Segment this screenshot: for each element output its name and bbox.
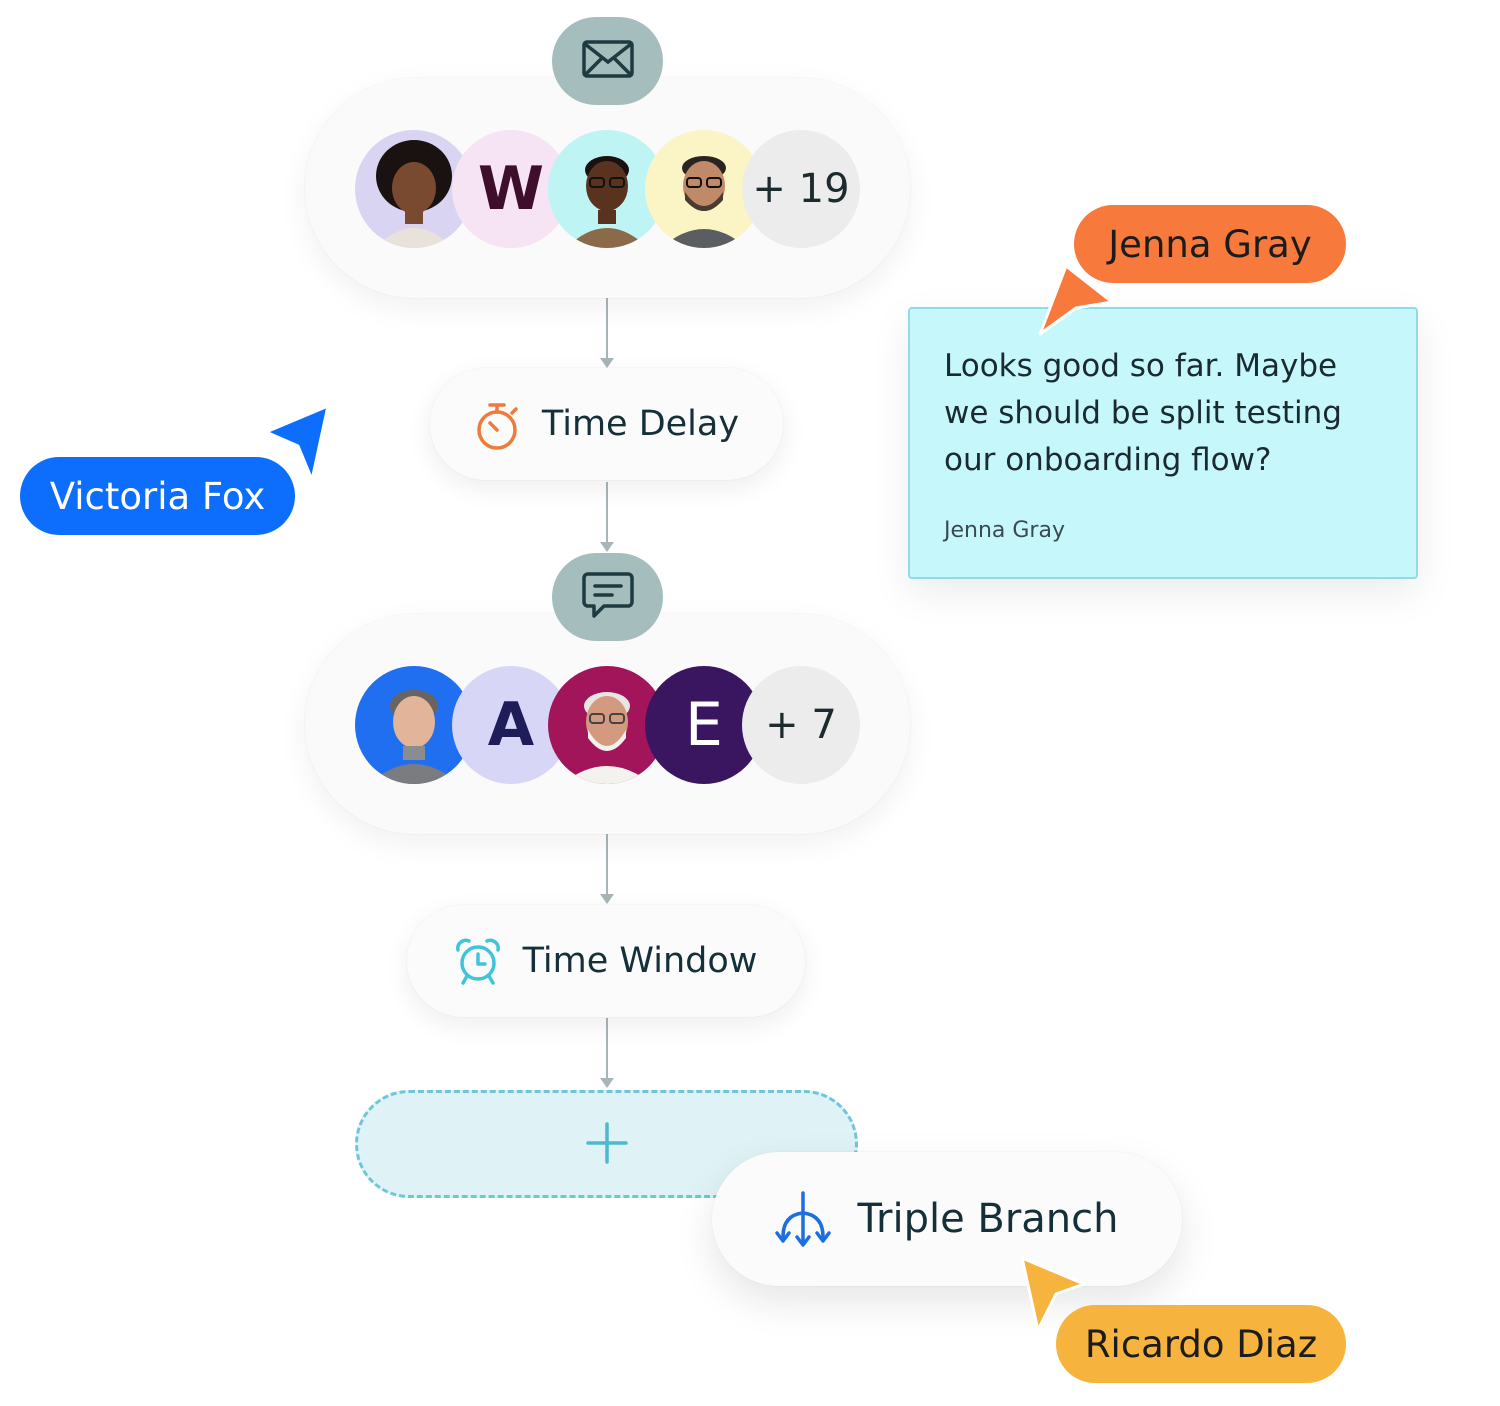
cursor-arrow-icon (264, 404, 330, 482)
more-recipients-badge[interactable]: + 7 (742, 666, 860, 784)
connector-3 (600, 834, 614, 904)
more-recipients-badge[interactable]: + 19 (742, 130, 860, 248)
comment-card[interactable]: Looks good so far. Maybe we should be sp… (908, 307, 1418, 579)
time-delay-step[interactable]: Time Delay (430, 368, 783, 480)
connector-2 (600, 482, 614, 552)
avatar (355, 130, 473, 248)
more-count: + 7 (765, 702, 837, 748)
comment-author: Jenna Gray (944, 518, 1065, 543)
cursor-arrow-icon (1038, 264, 1114, 336)
collaborator-tag-victoria-fox: Victoria Fox (20, 457, 295, 535)
more-count: + 19 (752, 166, 850, 212)
collaborator-tag-ricardo-diaz: Ricardo Diaz (1056, 1305, 1346, 1383)
avatar-letter: W (477, 154, 545, 224)
triple-branch-step[interactable]: Triple Branch (712, 1152, 1182, 1286)
envelope-icon (581, 40, 634, 82)
avatar-letter: A (487, 690, 535, 760)
step-label: Time Delay (541, 404, 740, 444)
step-label: Time Window (522, 941, 758, 981)
split-arrows-icon (775, 1191, 832, 1247)
connector-1 (600, 298, 614, 368)
collaborator-tag-jenna-gray: Jenna Gray (1074, 205, 1346, 283)
plus-icon (585, 1121, 629, 1169)
time-window-step[interactable]: Time Window (407, 905, 805, 1017)
avatar (548, 130, 666, 248)
comment-text: Looks good so far. Maybe we should be sp… (944, 348, 1342, 478)
alarm-clock-icon (455, 938, 501, 985)
step-label: Triple Branch (857, 1196, 1119, 1242)
connector-4 (600, 1018, 614, 1088)
sms-channel-badge[interactable] (552, 553, 663, 641)
stopwatch-icon (474, 401, 520, 450)
cursor-arrow-icon (1020, 1256, 1086, 1332)
chat-bubble-icon (581, 572, 634, 622)
email-channel-badge[interactable] (552, 17, 663, 105)
avatar-letter: E (685, 690, 723, 760)
